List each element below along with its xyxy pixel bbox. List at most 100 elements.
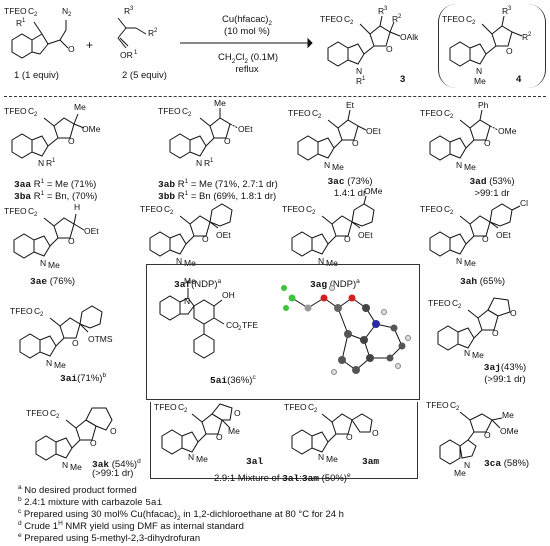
label-3ac-dr: 1.4:1 dr [333, 188, 367, 199]
svg-text:N: N [176, 256, 182, 266]
svg-text:N: N [356, 66, 362, 76]
conditions-label: reflux [235, 64, 259, 75]
svg-text:2: 2 [238, 326, 242, 332]
svg-text:TFEO: TFEO [428, 298, 451, 308]
svg-text:R: R [356, 76, 362, 86]
label-3ak: 3ak (54%)d [92, 458, 141, 471]
svg-text:Me: Me [474, 76, 486, 86]
svg-text:R: R [148, 28, 154, 38]
svg-text:Cl: Cl [520, 198, 528, 208]
mixture-label: 2.9:1 Mixture of 3al:3am (50%)e [214, 472, 351, 485]
sm1-number: 1 (1 equiv) [14, 70, 59, 81]
svg-text:2: 2 [56, 414, 60, 420]
svg-text:N: N [456, 160, 462, 170]
svg-text:TFEO: TFEO [4, 6, 27, 16]
svg-text:O: O [372, 428, 379, 438]
svg-text:Me: Me [464, 162, 476, 172]
svg-text:C: C [182, 106, 188, 116]
svg-text:OMe: OMe [364, 186, 383, 196]
svg-text:Me: Me [454, 468, 466, 478]
svg-text:C: C [178, 402, 184, 412]
svg-text:OEt: OEt [216, 230, 231, 240]
svg-text:C: C [444, 204, 450, 214]
svg-text:Me: Me [54, 360, 66, 370]
svg-text:CO: CO [226, 320, 239, 330]
svg-text:1: 1 [52, 158, 56, 164]
svg-text:N: N [318, 452, 324, 462]
svg-text:OEt: OEt [496, 230, 511, 240]
catalyst-label: Cu(hfacac)2 [221, 14, 273, 27]
svg-text:C: C [28, 106, 34, 116]
svg-text:2: 2 [40, 312, 44, 318]
svg-text:N: N [40, 258, 46, 268]
label-3ak-dr: (>99:1 dr) [92, 468, 134, 479]
svg-text:Me: Me [184, 276, 196, 286]
svg-text:3: 3 [508, 6, 512, 12]
mixture-bracket [150, 402, 418, 479]
svg-text:H: H [74, 202, 80, 212]
svg-text:O: O [352, 138, 359, 148]
svg-text:2: 2 [456, 406, 460, 412]
svg-text:Me: Me [184, 258, 196, 268]
svg-text:1: 1 [362, 76, 366, 82]
svg-text:OEt: OEt [238, 124, 253, 134]
svg-text:N: N [324, 160, 330, 170]
svg-text:2: 2 [350, 20, 354, 26]
svg-text:2: 2 [398, 14, 402, 20]
svg-text:R: R [204, 158, 210, 168]
svg-text:N: N [476, 66, 482, 76]
svg-text:2: 2 [34, 112, 38, 118]
svg-text:N: N [62, 6, 68, 16]
svg-text:C: C [466, 14, 472, 24]
label-3aj: 3aj(43%) [483, 362, 527, 373]
svg-text:R: R [124, 6, 130, 16]
svg-text:O: O [90, 438, 97, 448]
svg-text:Me: Me [472, 350, 484, 360]
svg-text:TFEO: TFEO [140, 204, 163, 214]
svg-text:2: 2 [450, 114, 454, 120]
label-3ai: 3ai(71%)b [60, 372, 107, 385]
svg-text:C: C [28, 6, 34, 16]
svg-text:TFEO: TFEO [442, 14, 465, 24]
svg-text:TFEO: TFEO [288, 108, 311, 118]
svg-text:N: N [456, 256, 462, 266]
svg-text:3: 3 [384, 6, 388, 12]
svg-text:OTMS: OTMS [88, 334, 113, 344]
svg-text:Me: Me [74, 102, 86, 112]
reaction-arrow [180, 37, 313, 49]
product-4-bracket [438, 4, 546, 88]
svg-text:1: 1 [210, 158, 214, 164]
svg-text:Me: Me [464, 258, 476, 268]
svg-text:N: N [38, 158, 44, 168]
svg-text:OR: OR [120, 50, 133, 60]
svg-text:N: N [62, 460, 68, 470]
solvent-label: CH2Cl2 (0.1M) [217, 52, 279, 65]
svg-text:C: C [308, 402, 314, 412]
svg-text:C: C [312, 108, 318, 118]
svg-text:C: C [164, 204, 170, 214]
svg-text:C: C [444, 108, 450, 118]
svg-text:Me: Me [214, 98, 226, 108]
svg-text:2: 2 [184, 408, 188, 414]
svg-text:2: 2 [34, 12, 38, 18]
svg-text:TFEO: TFEO [284, 402, 307, 412]
label-3al: 3al [246, 456, 264, 467]
svg-text:TFEO: TFEO [420, 108, 443, 118]
svg-text:1: 1 [134, 50, 138, 56]
svg-text:O: O [224, 136, 231, 146]
svg-text:O: O [68, 236, 75, 246]
svg-text:O: O [110, 426, 117, 436]
svg-text:O: O [386, 44, 393, 54]
svg-text:O: O [346, 432, 353, 442]
label-3ba: 3ba R1 = Bn, (70%) [14, 190, 98, 203]
svg-text:N: N [184, 296, 190, 306]
